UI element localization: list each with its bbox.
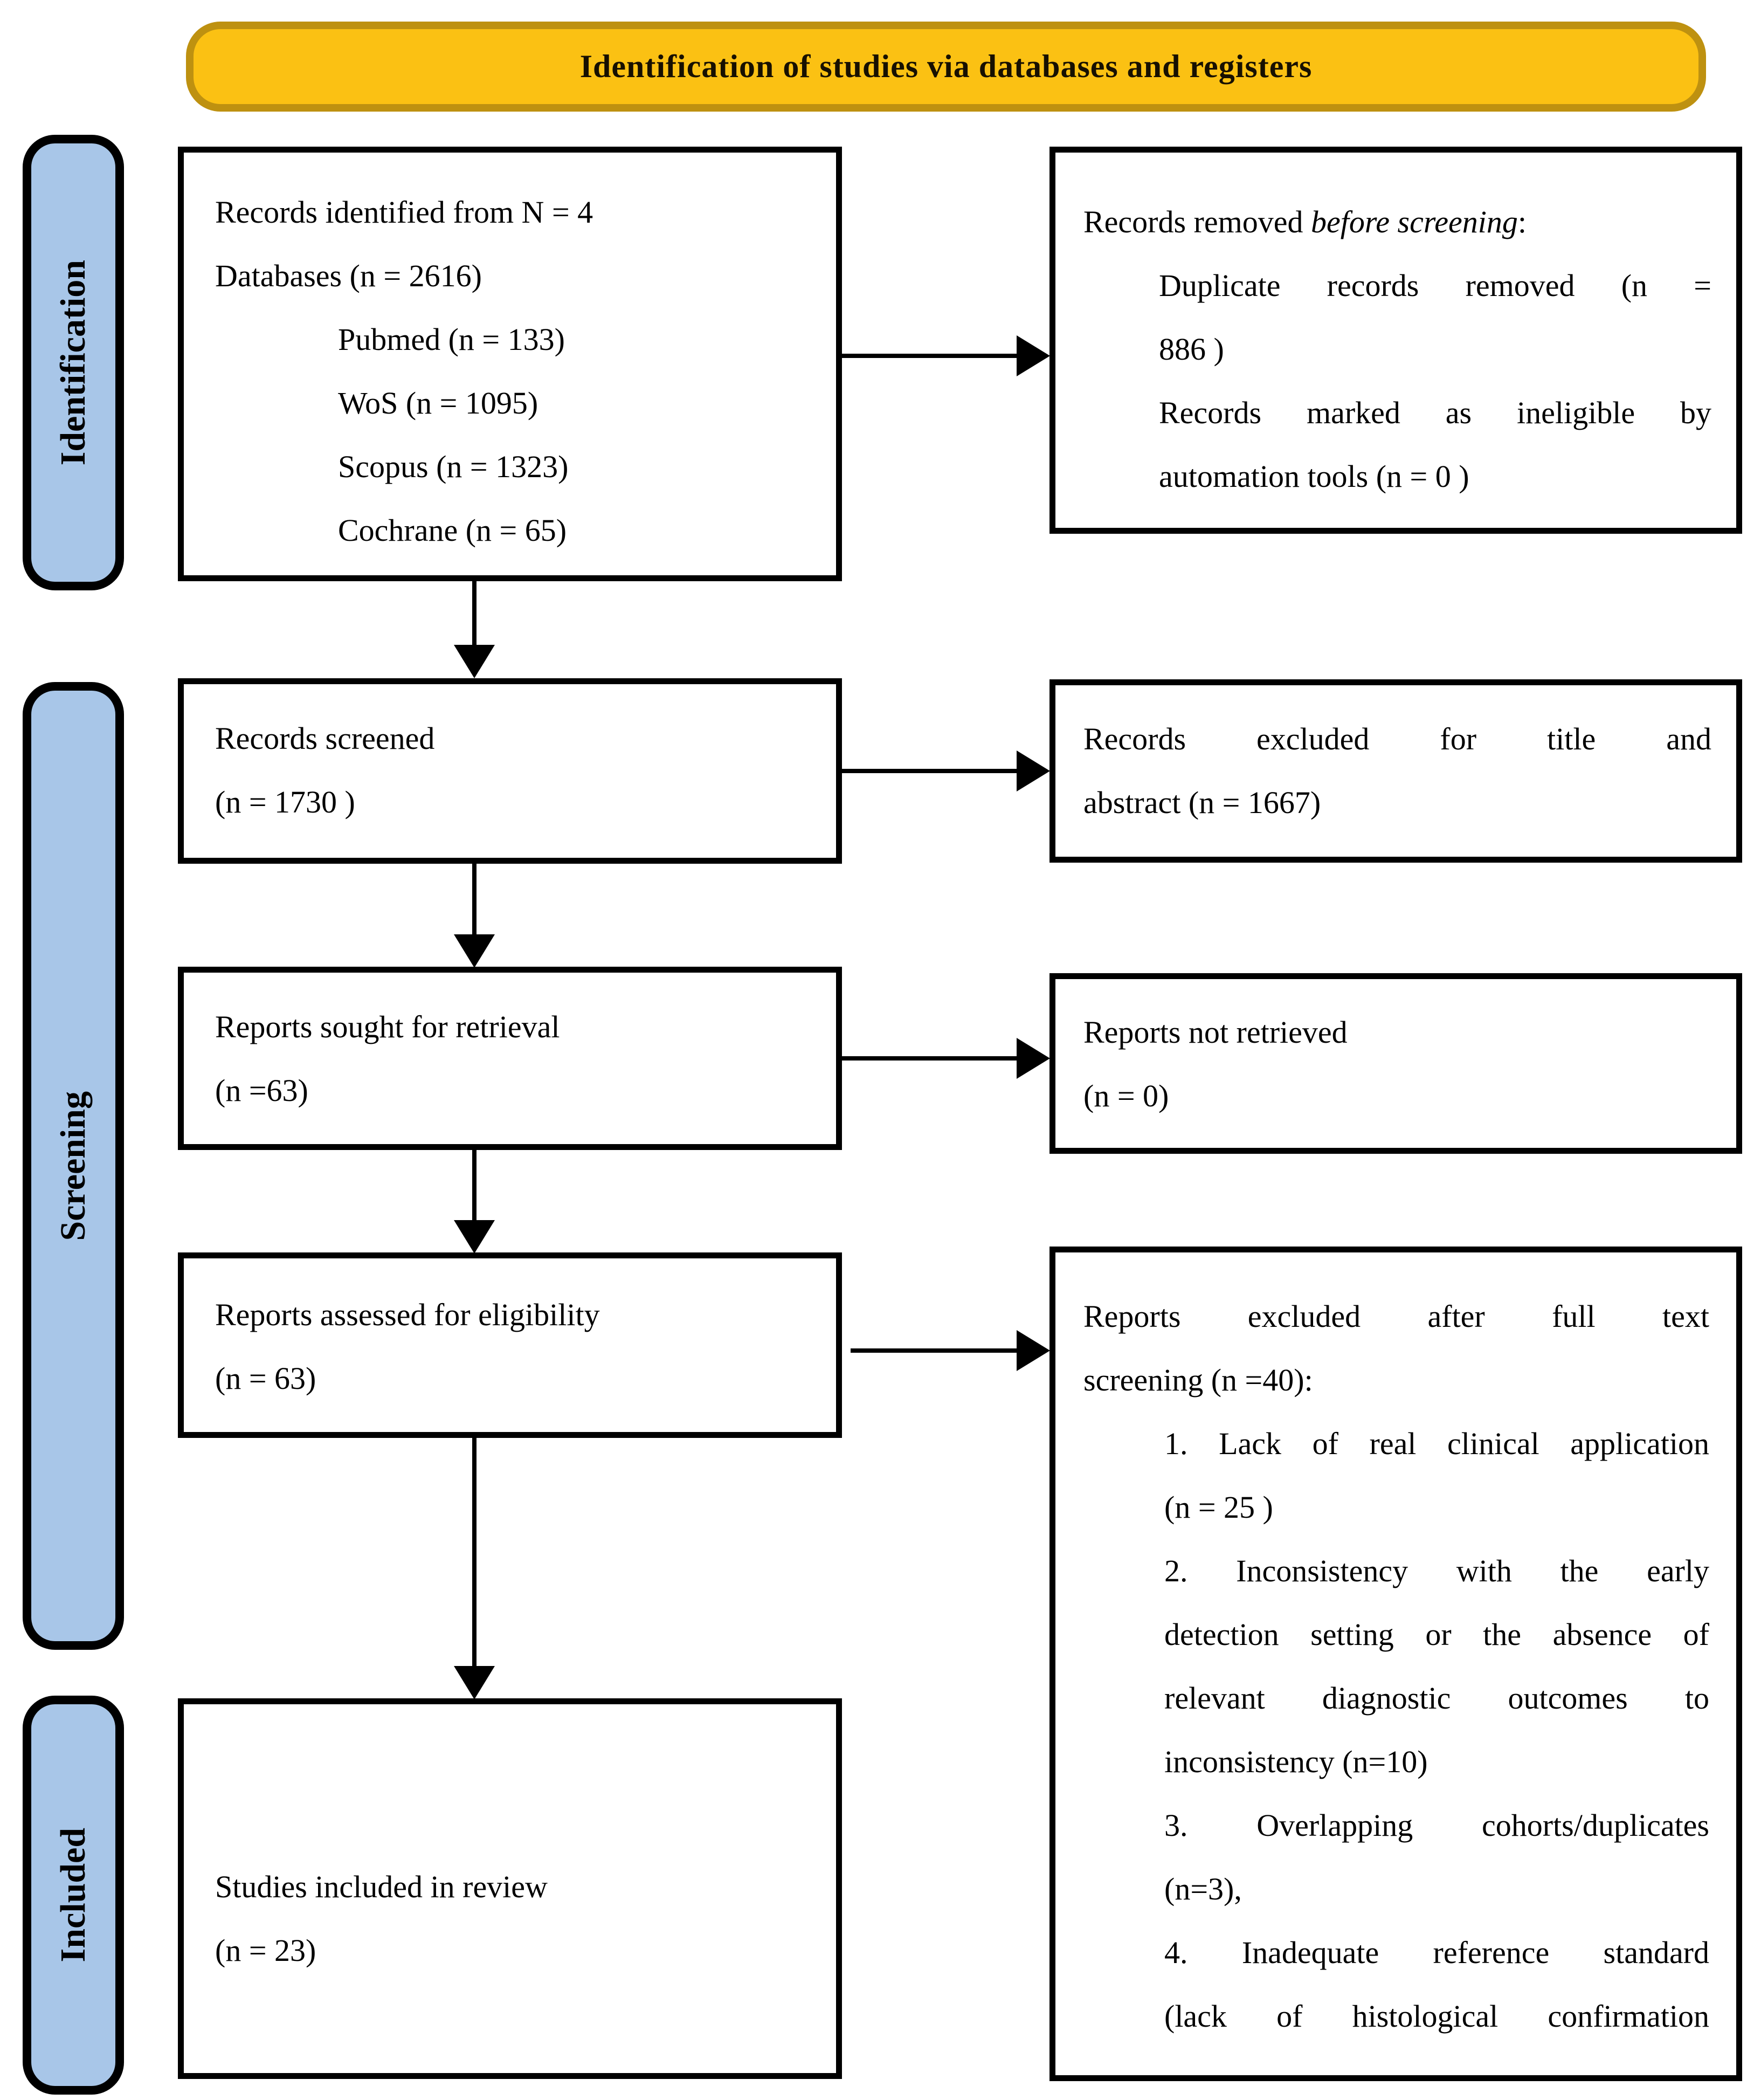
text-line: 886 ) bbox=[1159, 332, 1224, 367]
text-line: relevant diagnostic outcomes to bbox=[1164, 1681, 1709, 1716]
stage-screening-label: Screening bbox=[53, 1091, 93, 1241]
text-line: Records identified from N = 4 bbox=[215, 195, 593, 230]
arrowhead-icon bbox=[454, 934, 495, 968]
text-line: (n=3), bbox=[1164, 1871, 1242, 1906]
box-reports-not-retrieved: Reports not retrieved (n = 0) bbox=[1049, 973, 1742, 1154]
intro-italic: before screening bbox=[1310, 204, 1518, 239]
arrowhead-icon bbox=[1017, 751, 1050, 791]
stage-identification: Identification bbox=[23, 135, 124, 590]
text-line: automation tools (n = 0 ) bbox=[1159, 459, 1469, 494]
stage-screening: Screening bbox=[23, 682, 124, 1650]
box-records-removed: Records removed before screening: Duplic… bbox=[1049, 147, 1742, 534]
box-reports-sought: Reports sought for retrieval (n =63) bbox=[178, 967, 842, 1150]
text-line: 4. Inadequate reference standard bbox=[1164, 1935, 1709, 1970]
arrow-line bbox=[472, 581, 477, 647]
text-line: abstract (n = 1667) bbox=[1083, 785, 1321, 820]
database-line: WoS (n = 1095) bbox=[338, 385, 538, 421]
box-reports-excluded-full-text: Reports excluded after full text screeni… bbox=[1049, 1247, 1742, 2081]
text-line: Reports assessed for eligibility bbox=[215, 1297, 600, 1332]
title-banner: Identification of studies via databases … bbox=[186, 22, 1706, 112]
intro-prefix: Records removed bbox=[1083, 204, 1311, 239]
box-studies-included: Studies included in review (n = 23) bbox=[178, 1698, 842, 2079]
text-line: Reports sought for retrieval bbox=[215, 1009, 560, 1044]
arrow-line bbox=[472, 1438, 477, 1669]
arrow-line bbox=[472, 864, 477, 937]
text-line: 2. Inconsistency with the early bbox=[1164, 1553, 1709, 1588]
stage-included-label: Included bbox=[53, 1828, 93, 1963]
text-line: (n =63) bbox=[215, 1073, 308, 1108]
text-line: inconsistency (n=10) bbox=[1164, 1744, 1428, 1779]
box-records-identified: Records identified from N = 4 Databases … bbox=[178, 147, 842, 581]
diagram-title: Identification of studies via databases … bbox=[579, 49, 1313, 84]
arrow-line bbox=[851, 1348, 1020, 1353]
arrowhead-icon bbox=[1017, 1038, 1050, 1079]
text-line: Records removed before screening: bbox=[1083, 190, 1711, 254]
arrowhead-icon bbox=[454, 645, 495, 678]
text-line: (n = 0) bbox=[1083, 1078, 1169, 1113]
box-reports-assessed: Reports assessed for eligibility (n = 63… bbox=[178, 1252, 842, 1438]
intro-suffix: : bbox=[1517, 204, 1527, 239]
database-line: Scopus (n = 1323) bbox=[338, 449, 569, 484]
text-line: Duplicate records removed (n = bbox=[1159, 268, 1711, 303]
stage-included: Included bbox=[23, 1696, 124, 2095]
arrow-line bbox=[842, 769, 1020, 773]
box-records-excluded-title-abstract: Records excluded for title and abstract … bbox=[1049, 679, 1742, 863]
text-line: detection setting or the absence of bbox=[1164, 1617, 1709, 1652]
text-line: Databases (n = 2616) bbox=[215, 258, 482, 293]
text-line: Reports not retrieved bbox=[1083, 1015, 1348, 1050]
arrowhead-icon bbox=[1017, 335, 1050, 376]
text-line: 1. Lack of real clinical application bbox=[1164, 1426, 1709, 1461]
arrowhead-icon bbox=[1017, 1330, 1050, 1371]
text-line: (lack of histological confirmation bbox=[1164, 1999, 1709, 2034]
text-line: (n = 63) bbox=[215, 1361, 316, 1396]
arrow-line bbox=[472, 1150, 477, 1223]
text-line: screening (n =40): bbox=[1083, 1362, 1313, 1397]
text-line: (n = 23) bbox=[215, 1933, 316, 1968]
arrowhead-icon bbox=[454, 1220, 495, 1254]
text-line: Records marked as ineligible by bbox=[1159, 395, 1711, 430]
text-line: Reports excluded after full text bbox=[1083, 1299, 1709, 1334]
text-line: Records screened bbox=[215, 721, 435, 756]
database-line: Pubmed (n = 133) bbox=[338, 322, 565, 357]
stage-identification-label: Identification bbox=[53, 259, 93, 466]
text-line: 3. Overlapping cohorts/duplicates bbox=[1164, 1808, 1709, 1843]
text-line: (n = 25 ) bbox=[1164, 1490, 1273, 1525]
database-line: Cochrane (n = 65) bbox=[338, 513, 567, 548]
arrow-line bbox=[842, 1056, 1020, 1061]
text-line: Records excluded for title and bbox=[1083, 721, 1711, 756]
arrow-line bbox=[842, 354, 1020, 358]
text-line: Studies included in review bbox=[215, 1869, 548, 1904]
text-line: (n = 1730 ) bbox=[215, 784, 355, 820]
box-records-screened: Records screened (n = 1730 ) bbox=[178, 678, 842, 864]
arrowhead-icon bbox=[454, 1666, 495, 1699]
